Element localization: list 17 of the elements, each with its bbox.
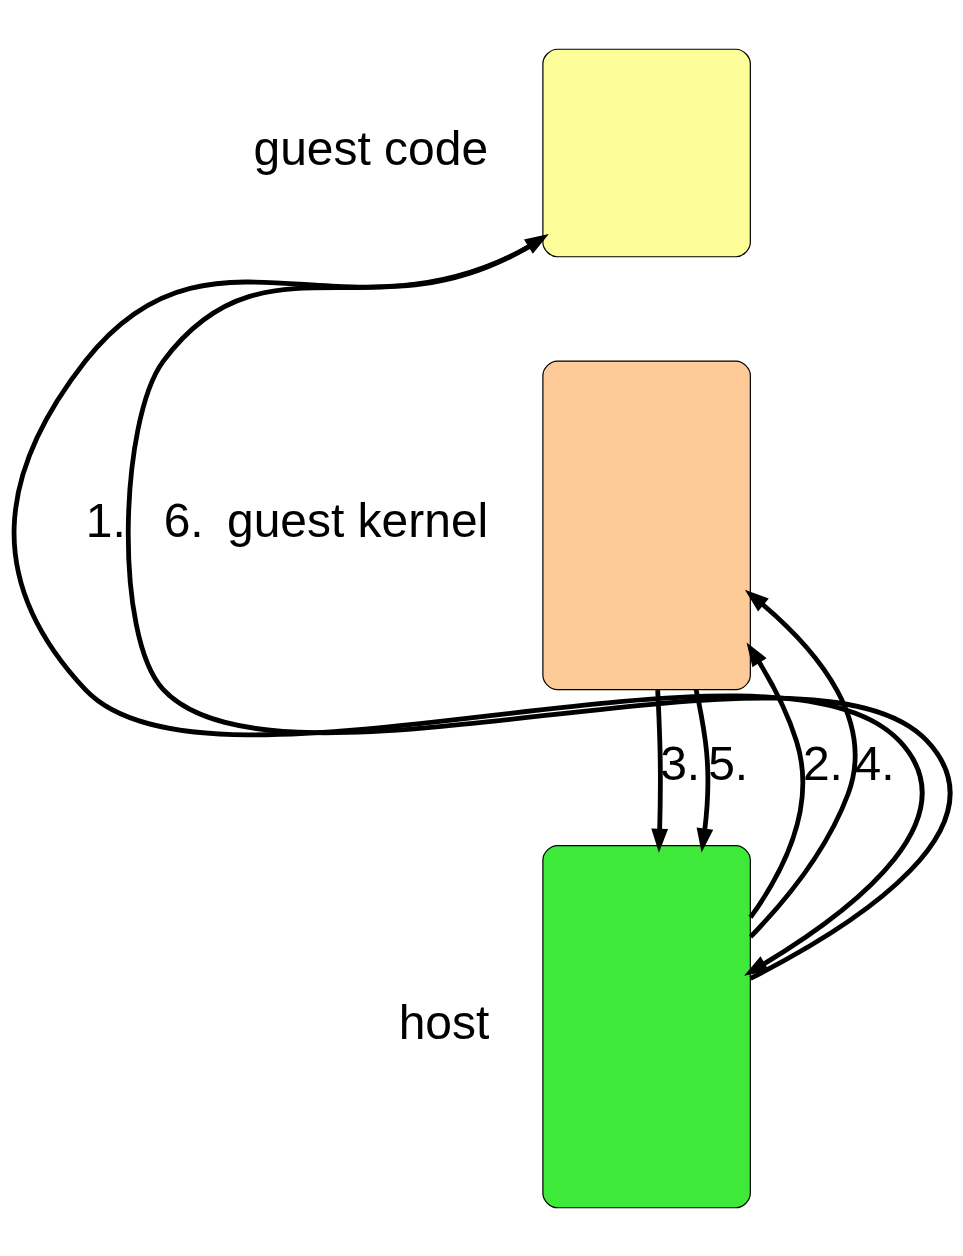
arrow: [125, 233, 951, 981]
arrow: [693, 688, 713, 852]
edge-label: 2.: [802, 736, 843, 790]
arrow: [746, 641, 805, 919]
arrow: [744, 589, 857, 938]
node-box: [541, 359, 751, 690]
node-label: host: [398, 995, 489, 1049]
node-label: guest code: [252, 121, 488, 175]
edge-label: 3.: [659, 736, 700, 790]
edge-label: 5.: [707, 736, 748, 790]
arrow: [650, 689, 668, 853]
node-label: guest kernel: [226, 493, 488, 547]
edge-label: 6.: [163, 493, 204, 547]
node-box: [541, 844, 751, 1208]
edge-label: 4.: [853, 736, 894, 790]
node-box: [541, 48, 751, 257]
edge-label: 1.: [85, 493, 126, 547]
